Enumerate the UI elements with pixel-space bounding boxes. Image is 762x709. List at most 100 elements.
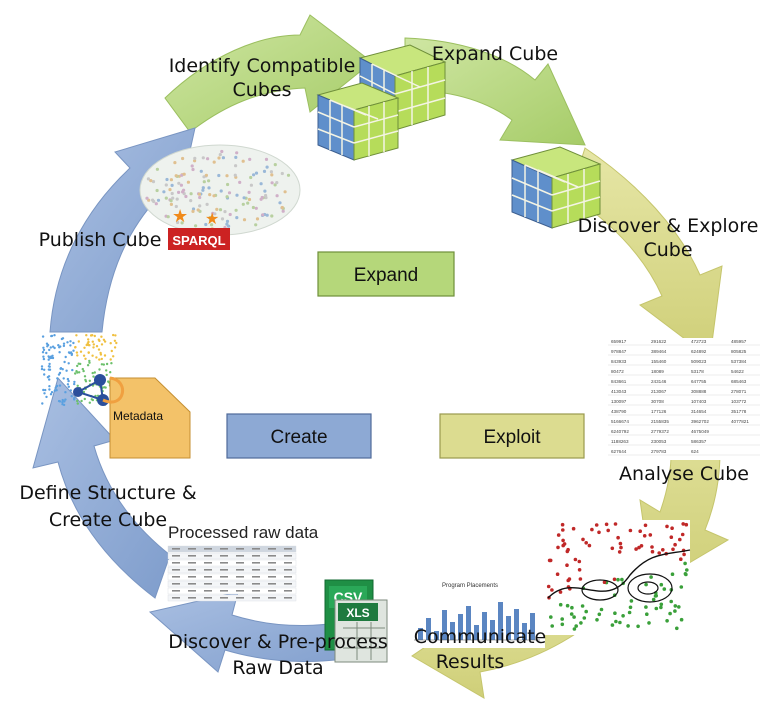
raw-data-row <box>167 580 297 588</box>
metadata-point <box>73 398 76 401</box>
metadata-point <box>45 351 48 355</box>
metadata-point <box>58 351 61 354</box>
metadata-point <box>97 348 101 351</box>
network-node <box>215 207 219 211</box>
metadata-point <box>42 348 46 352</box>
metadata-point <box>66 377 70 381</box>
metadata-point <box>86 364 90 367</box>
chart-bar <box>474 625 479 640</box>
network-node <box>174 174 178 178</box>
raw-data-row <box>167 545 297 553</box>
table-cell: 805825 <box>731 349 747 354</box>
raw-data-cell <box>188 555 196 557</box>
cluster-point <box>560 622 565 627</box>
network-node <box>280 171 284 176</box>
chart-bar <box>514 609 519 640</box>
cluster-point <box>661 548 665 552</box>
metadata-point <box>55 389 58 392</box>
metadata-point <box>63 360 66 364</box>
metadata-point <box>49 393 53 396</box>
raw-data-cell <box>284 590 292 592</box>
metadata-point <box>77 340 81 343</box>
cluster-point <box>669 535 674 539</box>
network-node <box>220 149 224 154</box>
cluster-point <box>665 619 669 623</box>
table-cell: 978847 <box>611 349 627 354</box>
cluster-point <box>645 612 649 616</box>
step-communicate-results-line2: Results <box>436 651 505 673</box>
raw-data-cell <box>172 597 180 599</box>
cluster-point <box>677 605 681 609</box>
network-node <box>270 214 274 218</box>
stage-exploit-label: Exploit <box>483 427 541 448</box>
metadata-point <box>109 342 112 345</box>
metadata-point <box>74 346 77 349</box>
network-node <box>261 213 265 217</box>
network-node <box>207 179 211 183</box>
cluster-point <box>565 603 570 608</box>
cluster-point <box>577 568 582 572</box>
cluster-point <box>555 572 560 576</box>
network-node <box>173 161 177 165</box>
metadata-point <box>50 391 54 394</box>
metadata-point <box>109 371 112 374</box>
metadata-point <box>115 341 118 345</box>
metadata-point <box>70 352 74 356</box>
network-node <box>196 208 200 212</box>
table-cell: 2779372 <box>651 429 669 434</box>
table-cell: 279783 <box>651 449 667 454</box>
metadata-point <box>113 346 117 349</box>
cluster-point <box>644 582 648 587</box>
metadata-point <box>43 368 46 371</box>
cluster-point <box>550 588 554 592</box>
table-cell: 4675049 <box>691 429 709 434</box>
cluster-point <box>613 611 617 615</box>
cluster-point <box>597 530 601 535</box>
cluster-point <box>571 526 576 531</box>
cluster-point <box>549 615 553 619</box>
metadata-point <box>112 333 115 337</box>
raw-data-cell <box>204 576 212 578</box>
metadata-point <box>105 369 108 372</box>
table-cell: 843933 <box>611 359 627 364</box>
network-node <box>194 224 198 228</box>
network-node <box>234 155 238 159</box>
metadata-point <box>88 359 91 363</box>
metadata-point <box>100 343 104 346</box>
sparql-logo-text: SPARQL <box>172 233 225 248</box>
cluster-point <box>659 605 663 610</box>
network-node <box>263 189 267 193</box>
metadata-point <box>69 389 73 392</box>
network-node <box>191 209 195 213</box>
cluster-point <box>617 550 622 554</box>
chart-bar <box>466 606 471 640</box>
cluster-point <box>579 621 583 625</box>
cluster-point <box>654 606 659 611</box>
metadata-point <box>54 386 57 389</box>
network-node <box>252 173 256 177</box>
raw-data-cell <box>188 562 196 564</box>
cluster-point <box>587 543 592 548</box>
cluster-point <box>673 604 678 608</box>
cluster-point <box>620 577 624 582</box>
network-node <box>193 156 197 160</box>
network-node <box>182 172 186 176</box>
network-node <box>281 209 285 213</box>
metadata-point <box>47 365 51 368</box>
table-cell: 107403 <box>691 399 707 404</box>
network-node <box>259 182 263 186</box>
cluster-point <box>627 610 632 615</box>
metadata-point <box>95 345 99 348</box>
metadata-point <box>50 334 53 338</box>
network-node <box>246 201 250 205</box>
chart-bar <box>490 620 495 640</box>
table-cell: 659917 <box>611 339 627 344</box>
cluster-point <box>574 624 578 628</box>
cluster-point <box>634 547 638 551</box>
raw-data-row <box>167 566 297 574</box>
metadata-point <box>57 399 61 403</box>
raw-data-cell <box>284 562 292 564</box>
metadata-point <box>72 341 75 345</box>
table-cell: 2155835 <box>651 419 669 424</box>
